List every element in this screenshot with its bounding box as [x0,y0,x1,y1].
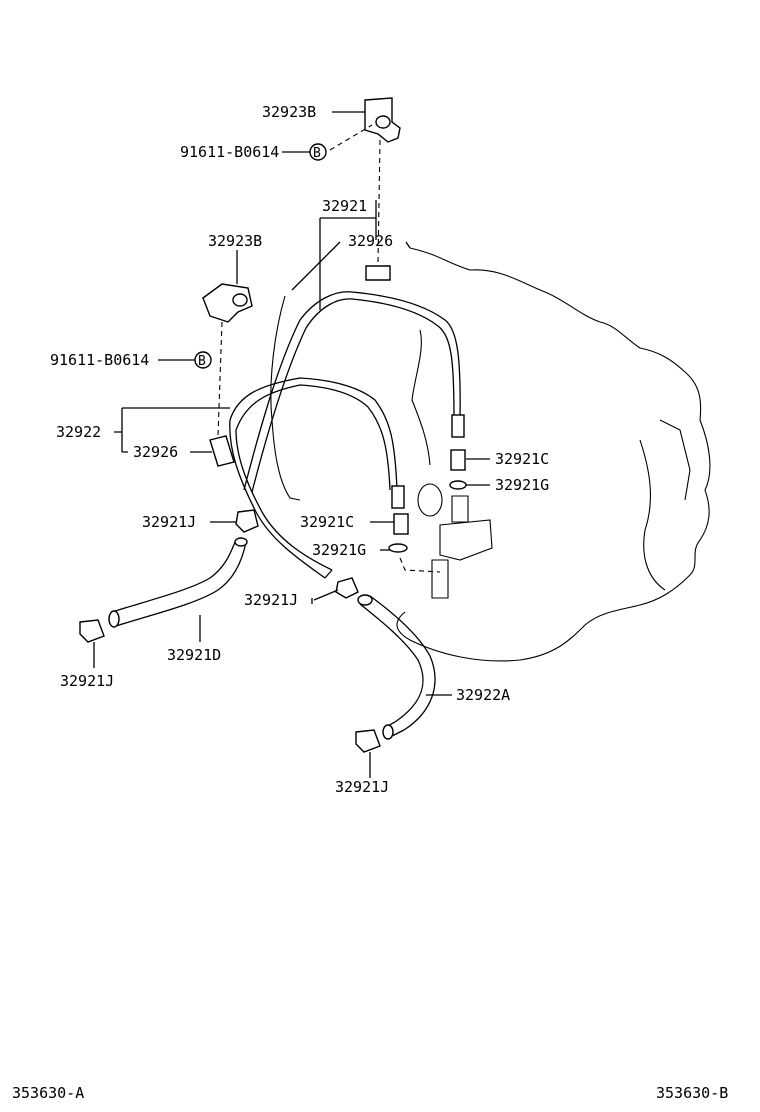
align-line-top-clamp [377,139,381,263]
label-pipe-left: 32922 [56,423,101,441]
pipe-32922-lower [229,419,326,579]
label-union-mid: 32921C [300,513,354,531]
label-hose-left: 32921D [167,646,221,664]
grommet-32926-left [209,435,235,467]
label-gasket-right: 32921G [495,476,549,494]
clamp-32923b-top-hole [375,115,391,129]
diagram-code-left: 353630-A [12,1084,84,1102]
label-clip-mid: 32921J [244,591,298,609]
transmission-housing-outline [396,247,711,662]
leader-pipe-left [114,407,230,453]
pipe-32921-upper-inner [251,298,455,493]
label-gasket-mid: 32921G [312,541,366,559]
pipe-32922-end [324,569,333,579]
grommet-32926-top [365,265,391,281]
label-clamp-left: 32923B [208,232,262,250]
label-grommet-top: 32926 [348,232,393,250]
label-union-right: 32921C [495,450,549,468]
pipe-32922-lower-inner [235,429,333,571]
pipe-32921-upper [243,291,461,491]
label-clip-bottom-left: 32921J [60,672,114,690]
label-pipe-main: 32921 [322,197,367,215]
label-bolt-top: 91611-B0614 [180,143,279,161]
clip-32921j-left [235,509,259,533]
pipe-32922-arc [229,377,398,491]
label-hose-right: 32922A [456,686,510,704]
housing-rib [659,419,691,501]
bolt-circle-top-letter: B [313,146,321,161]
leader-clip-mid [311,589,339,604]
clip-32921j-mid [335,577,359,599]
flare-nut-right [451,414,465,438]
hose-32921d-end-right [234,537,248,547]
hose-32922a-end-top [357,594,373,606]
clip-32921j-bottom-left [79,619,105,643]
label-clip-bottom-right: 32921J [335,778,389,796]
hose-32921d-end-left [108,610,120,628]
hose-32921d [111,539,237,613]
label-grommet-left: 32926 [133,443,178,461]
bolt-circle-left-letter: B [198,354,206,369]
diagram-code-right: 353630-B [656,1084,728,1102]
housing-port-lower [431,559,449,599]
union-32921c-right [450,449,466,471]
leader-pipe-main [319,200,377,310]
hose-32921d-inner [115,541,247,627]
housing-inner-edge [411,329,431,466]
union-32921c-mid [393,513,409,535]
housing-port-upper [451,495,469,523]
pipe-32922-arc-inner [235,384,391,491]
housing-port-boss [417,483,443,517]
leader-grommet-top [291,241,341,291]
hose-32922a-inner [369,595,436,737]
housing-inner-left [270,295,301,501]
align-line-left-clamp [217,321,223,437]
hose-32922a-end-bottom [382,724,394,740]
leader-grommet-top-right [405,241,411,249]
gasket-32921g-right [449,480,467,490]
flare-nut-mid [391,485,405,509]
clamp-32923b-left-hole [232,293,248,307]
housing-port-block [439,519,493,561]
label-clamp-top: 32923B [262,103,316,121]
port-dashed-line [399,557,441,573]
clip-32921j-bottom-right [355,729,381,753]
housing-inner-right [639,439,666,591]
hose-32922a [359,603,424,729]
label-bolt-left: 91611-B0614 [50,351,149,369]
align-line-top-bolt [329,124,373,151]
label-clip-left: 32921J [142,513,196,531]
gasket-32921g-mid [388,543,408,553]
